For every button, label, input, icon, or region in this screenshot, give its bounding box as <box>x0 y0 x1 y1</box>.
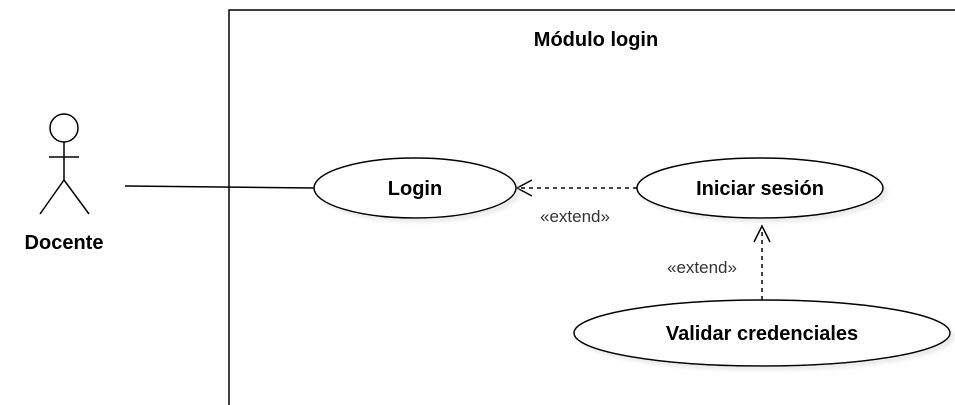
stick-figure-icon <box>39 113 90 215</box>
extend-relation-iniciar-login: «extend» <box>515 179 637 226</box>
use-case-login[interactable]: Login <box>313 157 517 219</box>
extend-label: «extend» <box>540 207 610 226</box>
system-boundary: Módulo login <box>228 9 955 405</box>
use-case-iniciar-sesion[interactable]: Iniciar sesión <box>636 157 884 219</box>
use-case-validar-credenciales[interactable]: Validar credenciales <box>573 299 951 367</box>
actor-label: Docente <box>25 232 104 254</box>
use-case-label: Validar credenciales <box>666 323 858 345</box>
system-title: Módulo login <box>534 29 658 51</box>
association-line <box>124 185 315 189</box>
actor-docente[interactable]: Docente <box>25 113 104 254</box>
extend-label: «extend» <box>667 258 737 277</box>
use-case-label: Login <box>388 178 442 200</box>
extend-relation-validar-iniciar: «extend» <box>667 224 771 300</box>
use-case-label: Iniciar sesión <box>696 178 824 200</box>
